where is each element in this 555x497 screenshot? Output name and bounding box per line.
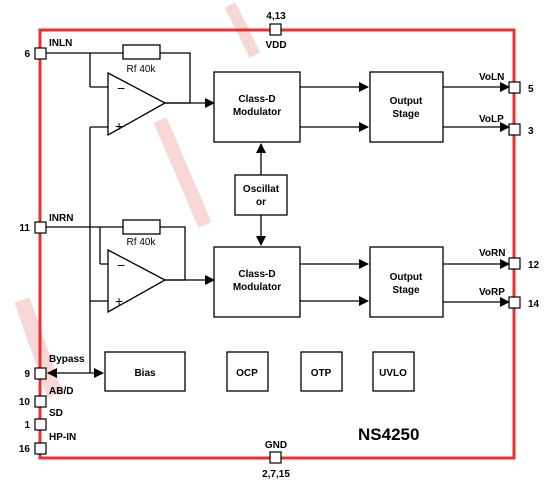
lower-class-d-line1: Class-D: [238, 269, 275, 280]
sd-pin-number: 1: [24, 420, 30, 431]
gnd-label: GND: [265, 440, 287, 451]
vdd-pin-number: 4,13: [266, 11, 286, 22]
otp-block: [300, 351, 343, 392]
pin-hpin: [34, 442, 47, 455]
lower-output-line2: Stage: [392, 285, 420, 296]
oscillator-block: [234, 174, 288, 216]
upper-output-stage: [369, 71, 444, 143]
sd-label: SD: [49, 408, 63, 419]
vdd-label: VDD: [265, 40, 286, 51]
gnd-pin-number: 2,7,15: [262, 469, 290, 480]
lower-output-stage: [369, 246, 444, 318]
vorp-pin-number: 14: [528, 299, 540, 310]
hpin-pin-number: 16: [19, 444, 31, 455]
pin-vorn: [508, 257, 521, 270]
vorn-label: VoRN: [479, 248, 505, 259]
upper-output-line1: Output: [390, 96, 423, 107]
ocp-label: OCP: [236, 368, 258, 379]
bypass-pin-number: 9: [24, 369, 30, 380]
inln-pin-number: 6: [24, 49, 30, 60]
pin-sd: [34, 418, 47, 431]
abd-label: AB/D: [49, 386, 73, 397]
pin-abd: [34, 395, 47, 408]
upper-output-line2: Stage: [392, 109, 420, 120]
oscillator-line2: or: [256, 197, 266, 208]
uvlo-block: [372, 351, 415, 392]
lower-class-d-line2: Modulator: [233, 282, 281, 293]
pin-voln: [508, 81, 521, 94]
upper-class-d-line1: Class-D: [238, 94, 275, 105]
uvlo-label: UVLO: [379, 368, 407, 379]
pin-inrn: [34, 221, 47, 234]
ocp-block: [226, 351, 269, 392]
hpin-label: HP-IN: [49, 432, 76, 443]
upper-feedback-resistor: [122, 44, 161, 60]
upper-channel-wires: [46, 52, 510, 132]
upper-class-d-modulator: [213, 71, 301, 143]
volp-label: VoLP: [479, 114, 504, 125]
abd-pin-number: 10: [19, 397, 31, 408]
pin-gnd: [269, 451, 282, 464]
pin-inln: [34, 47, 47, 60]
inrn-pin-number: 11: [19, 223, 30, 234]
lower-output-line1: Output: [390, 272, 423, 283]
voln-label: VoLN: [479, 72, 504, 83]
lower-channel-wires: [46, 226, 510, 307]
upper-class-d-line2: Modulator: [233, 107, 281, 118]
pin-volp: [508, 123, 521, 136]
upper-opamp-minus: −: [117, 80, 125, 96]
pin-markers: [34, 23, 521, 464]
part-number-title: NS4250: [358, 425, 419, 444]
upper-resistor-label: Rf 40k: [127, 64, 157, 75]
upper-opamp: [107, 71, 167, 137]
bypass-label: Bypass: [49, 354, 85, 365]
lower-feedback-resistor: [122, 219, 161, 235]
vorn-pin-number: 12: [528, 260, 540, 271]
lower-opamp-plus: +: [115, 293, 123, 309]
voln-pin-number: 5: [528, 84, 534, 95]
lower-opamp: [107, 248, 167, 314]
inrn-label: INRN: [49, 213, 73, 224]
bypass-bus: [47, 127, 104, 378]
bias-block: [104, 351, 186, 392]
lower-resistor-label: Rf 40k: [127, 237, 157, 248]
pin-vdd: [269, 23, 282, 36]
oscillator-line1: Oscillat: [243, 184, 280, 195]
volp-pin-number: 3: [528, 126, 534, 137]
pin-vorp: [508, 296, 521, 309]
lower-class-d-modulator: [213, 246, 301, 318]
otp-label: OTP: [311, 368, 332, 379]
lower-opamp-minus: −: [117, 257, 125, 273]
inln-label: INLN: [49, 38, 72, 49]
upper-opamp-plus: +: [115, 118, 123, 134]
vorp-label: VoRP: [479, 287, 505, 298]
pin-bypass: [34, 367, 47, 380]
bias-label: Bias: [134, 368, 156, 379]
